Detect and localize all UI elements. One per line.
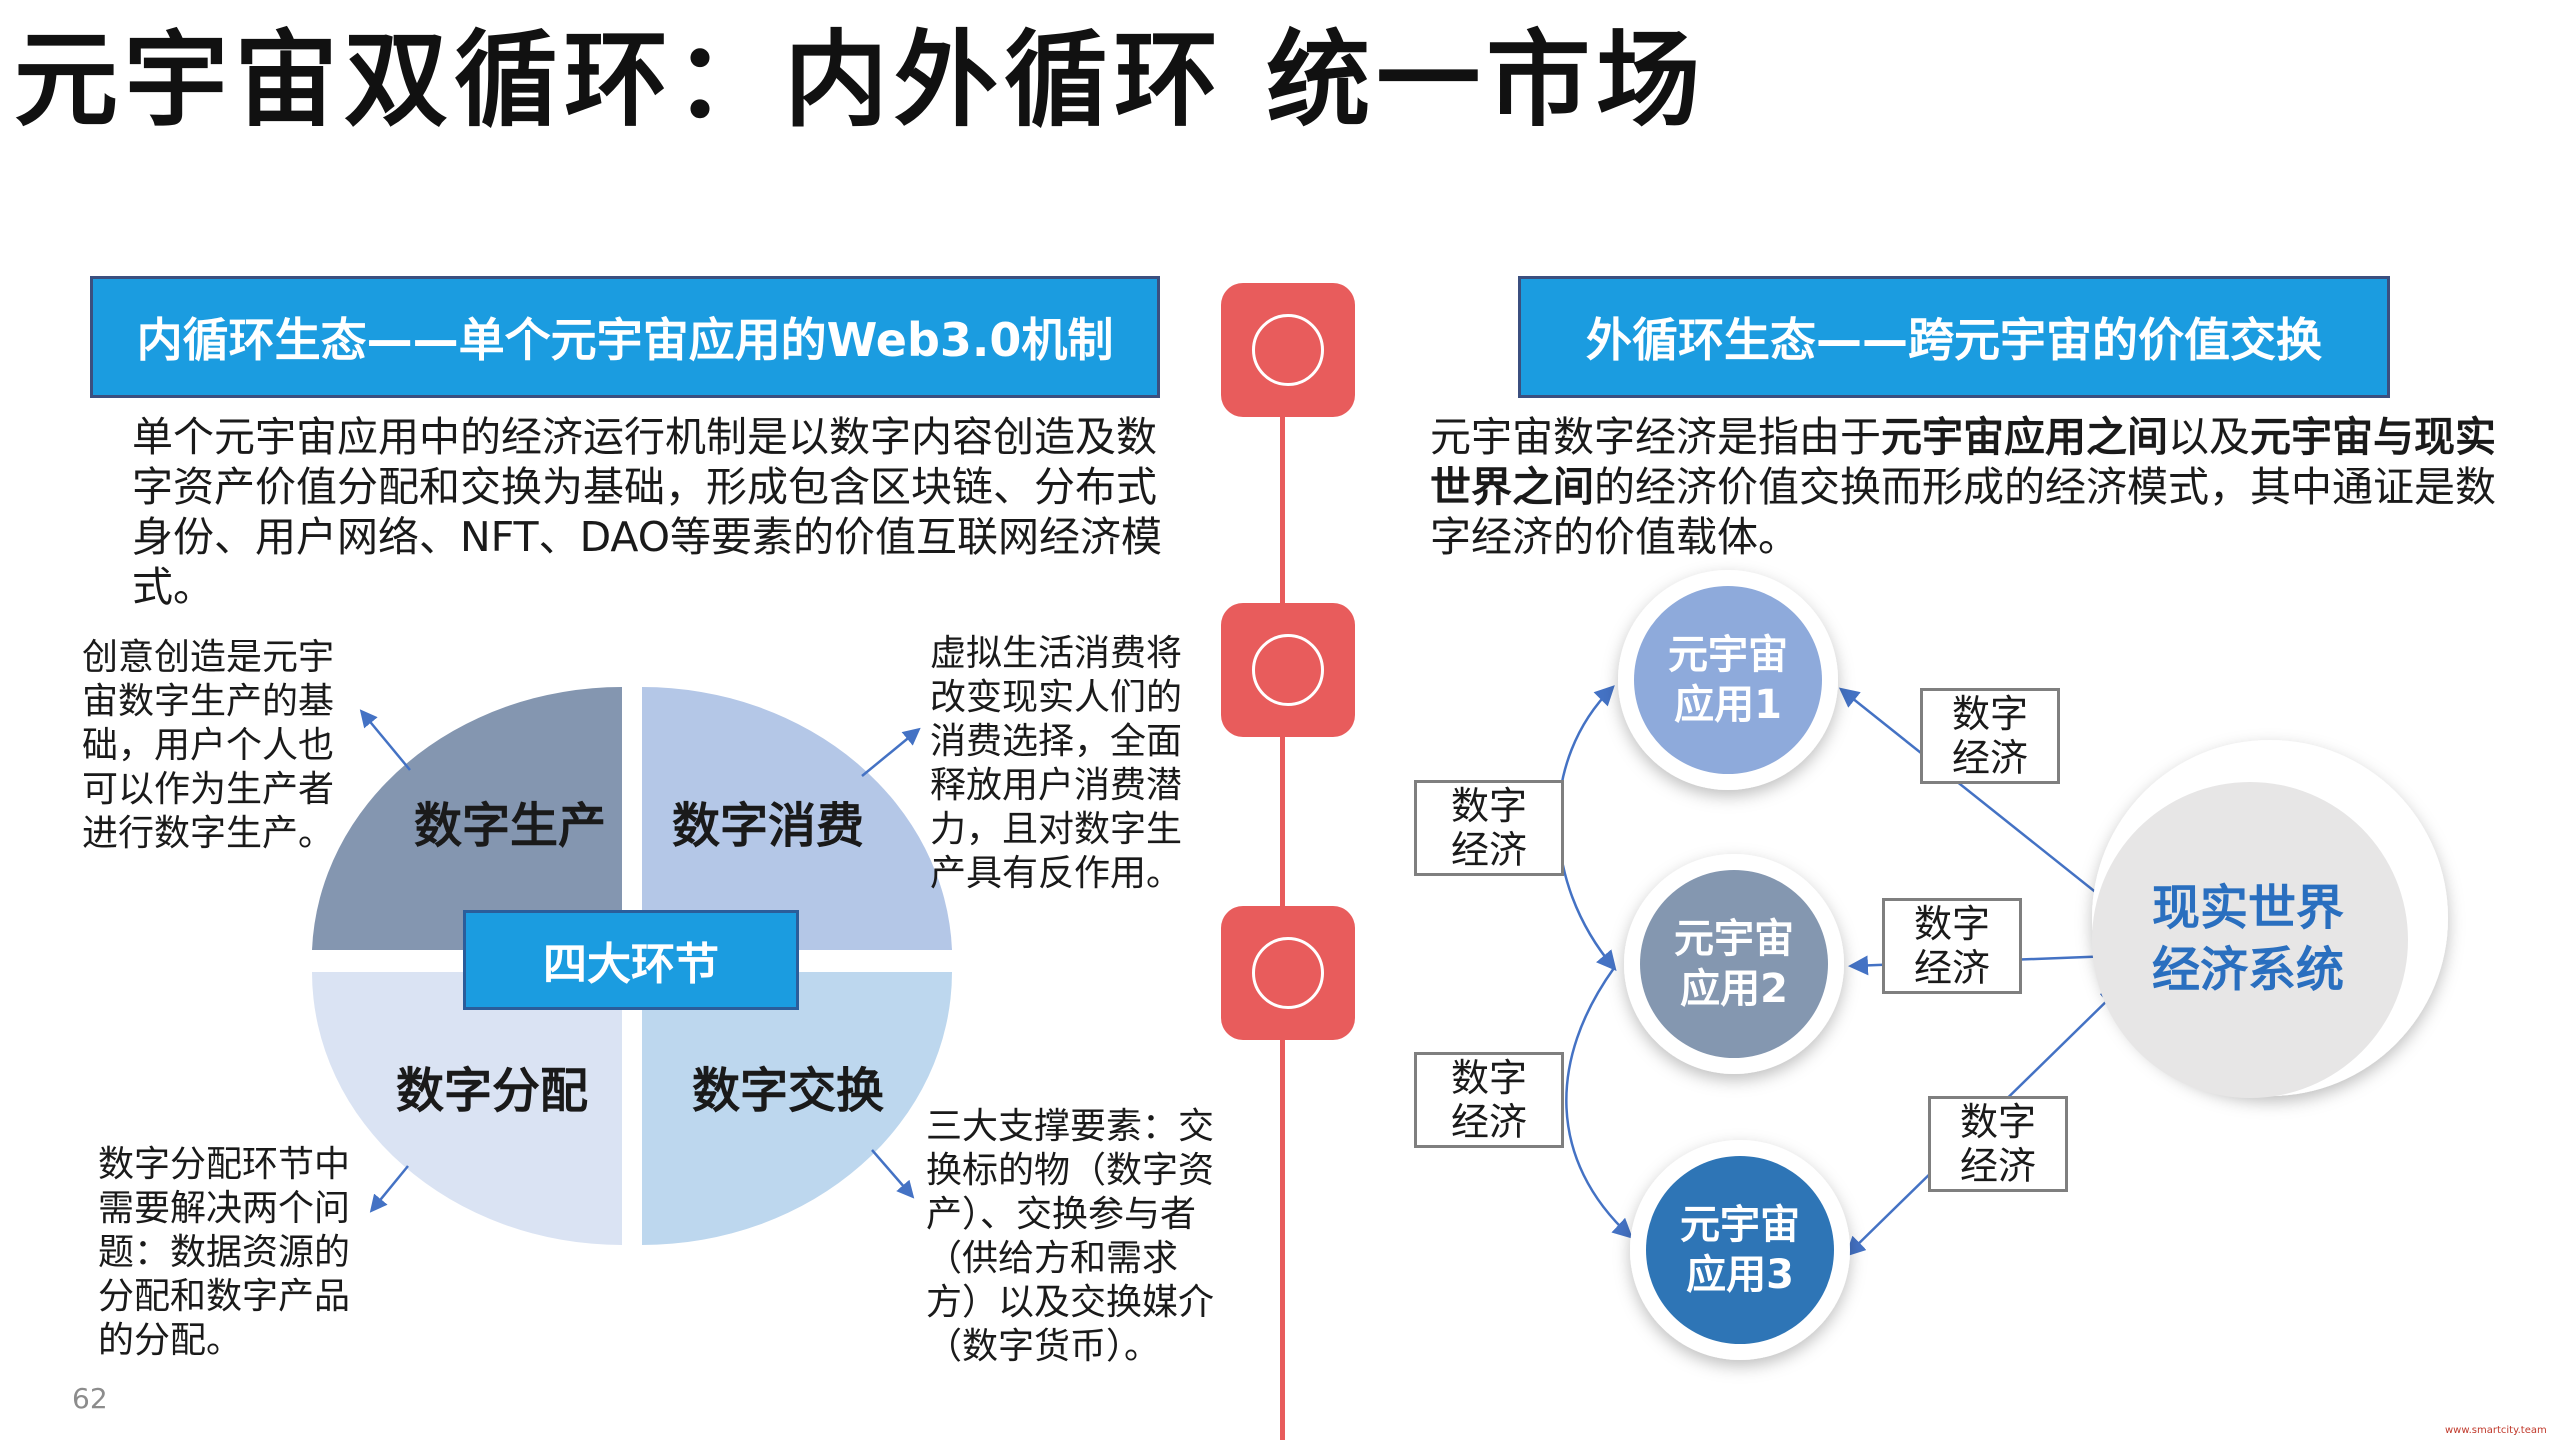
timeline-node-1	[1221, 283, 1355, 417]
app1-line-2: 应用1	[1674, 682, 1782, 728]
exchange-label-app1-app2: 数字经济	[1414, 780, 1564, 876]
page-number: 62	[72, 1382, 108, 1415]
exchange-label-line-2: 经济	[1450, 1100, 1527, 1144]
timeline-node-2	[1221, 603, 1355, 737]
arrow-to-production-note	[359, 709, 411, 771]
app1-line-1: 元宇宙	[1668, 632, 1788, 678]
four-links-diagram: 数字生产 数字消费 数字分配 数字交换	[312, 686, 952, 1245]
arrow-to-exchange-note	[871, 1149, 915, 1199]
label-digital-distribution: 数字分配	[396, 1063, 588, 1119]
note-production: 创意创造是元宇宙数字生产的基础，用户个人也可以作为生产者进行数字生产。	[82, 637, 335, 854]
label-digital-exchange: 数字交换	[692, 1063, 884, 1119]
label-digital-consumption: 数字消费	[672, 798, 864, 854]
exchange-label-line-1: 数字	[1450, 1056, 1527, 1100]
exchange-label-line-2: 经济	[1959, 1144, 2036, 1188]
exchange-label-line-2: 经济	[1450, 828, 1527, 872]
world-line-2: 经济系统	[2152, 942, 2344, 998]
label-digital-production: 数字生产	[414, 798, 606, 854]
quadrant-exchange	[642, 972, 952, 1245]
exchange-label-app3-world: 数字经济	[1928, 1096, 2068, 1192]
curve-app1-app2	[1557, 685, 1617, 972]
exchange-label-line-2: 经济	[1951, 736, 2028, 780]
inner-cycle-header: 内循环生态——单个元宇宙应用的Web3.0机制	[90, 276, 1160, 398]
note-consumption: 虚拟生活消费将改变现实人们的消费选择，全面释放用户消费潜力，且对数字生产具有反作…	[930, 633, 1183, 894]
app2-line-1: 元宇宙	[1674, 916, 1794, 962]
curve-app2-app3	[1565, 967, 1633, 1239]
timeline-node-3	[1221, 906, 1355, 1040]
intro-bold-2: 元宇宙与现实世界之间	[1430, 413, 2496, 511]
app1-inner	[1634, 586, 1822, 774]
exchange-label-app2-world: 数字经济	[1882, 898, 2022, 994]
outer-cycle-intro: 元宇宙数字经济是指由于元宇宙应用之间以及元宇宙与现实世界之间的经济价值交换而形成…	[1430, 412, 2510, 562]
note-distribution: 数字分配环节中需要解决两个问题：数据资源的分配和数字产品的分配。	[98, 1144, 351, 1361]
exchange-label-app2-app3: 数字经济	[1414, 1052, 1564, 1148]
intro-part-2: 以及	[2168, 413, 2250, 461]
exchange-label-app1-world: 数字经济	[1920, 688, 2060, 784]
note-exchange: 三大支撑要素：交换标的物（数字资产）、交换参与者（供给方和需求方）以及交换媒介（…	[926, 1106, 1215, 1367]
timeline-ring-icon	[1252, 937, 1324, 1009]
app2-inner	[1640, 870, 1828, 1058]
quadrant-production	[312, 686, 622, 950]
quadrant-distribution	[312, 972, 622, 1245]
outer-cycle-header: 外循环生态——跨元宇宙的价值交换	[1518, 276, 2390, 398]
timeline-ring-icon	[1252, 634, 1324, 706]
app3-inner	[1646, 1156, 1834, 1344]
app2-line-2: 应用2	[1680, 966, 1788, 1012]
arrow-to-consumption-note	[861, 727, 921, 777]
exchange-label-line-2: 经济	[1913, 946, 1990, 990]
exchange-label-line-1: 数字	[1450, 784, 1527, 828]
inner-cycle-intro: 单个元宇宙应用中的经济运行机制是以数字内容创造及数字资产价值分配和交换为基础，形…	[132, 413, 1163, 611]
intro-part-3: 的经济价值交换而形成的经济模式，其中通证是数字经济的价值载体。	[1430, 463, 2496, 561]
watermark: www.smartcity.team	[2445, 1425, 2547, 1436]
page-title: 元宇宙双循环：内外循环 统一市场	[14, 19, 1707, 141]
timeline-line	[1280, 330, 1285, 1440]
intro-part-1: 元宇宙数字经济是指由于	[1430, 413, 1881, 461]
app3-line-1: 元宇宙	[1680, 1202, 1800, 1248]
world-inner	[2092, 782, 2408, 1098]
arrow-to-distribution-note	[369, 1165, 409, 1213]
quadrant-consumption	[642, 686, 952, 950]
exchange-label-line-1: 数字	[1951, 692, 2028, 736]
arrow-app1-world	[1838, 687, 2122, 913]
four-links-center-label: 四大环节	[463, 910, 799, 1010]
world-line-1: 现实世界	[2152, 880, 2344, 936]
exchange-label-line-1: 数字	[1913, 902, 1990, 946]
exchange-label-line-1: 数字	[1959, 1100, 2036, 1144]
app3-line-2: 应用3	[1686, 1252, 1794, 1298]
intro-bold-1: 元宇宙应用之间	[1881, 413, 2168, 461]
timeline-ring-icon	[1252, 314, 1324, 386]
